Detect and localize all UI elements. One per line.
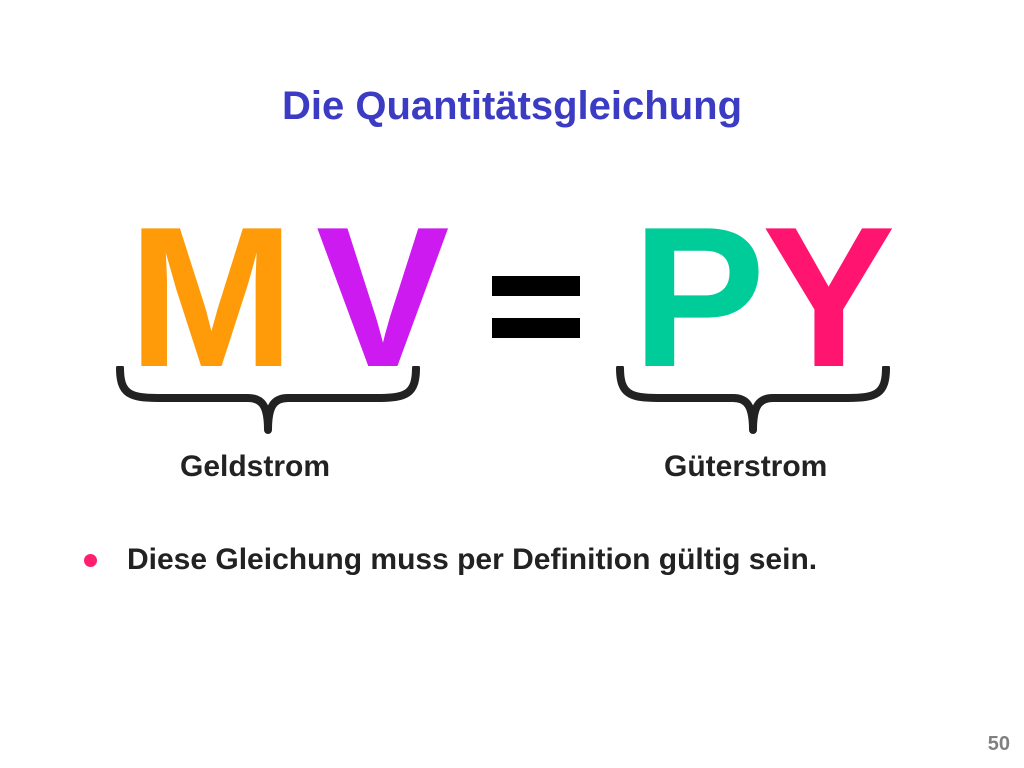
bullet-point: Diese Gleichung muss per Definition gült… — [84, 540, 817, 580]
bullet-dot-icon — [84, 553, 97, 567]
equals-sign — [492, 270, 580, 348]
equation-letter-y: Y — [762, 186, 896, 409]
page-number: 50 — [987, 733, 1010, 755]
equals-bar-top — [492, 276, 580, 296]
label-gueterstrom: Güterstrom — [664, 450, 828, 483]
equals-bar-bottom — [492, 318, 580, 338]
bullet-text: Diese Gleichung muss per Definition gült… — [127, 543, 818, 576]
left-underbrace — [116, 366, 420, 434]
equation-letter-v: V — [316, 186, 450, 409]
right-underbrace — [616, 366, 890, 434]
equation-letter-p: P — [632, 186, 766, 409]
slide-title: Die Quantitätsgleichung — [281, 84, 743, 128]
equation-letter-m: M — [128, 186, 295, 409]
label-geldstrom: Geldstrom — [180, 450, 331, 483]
